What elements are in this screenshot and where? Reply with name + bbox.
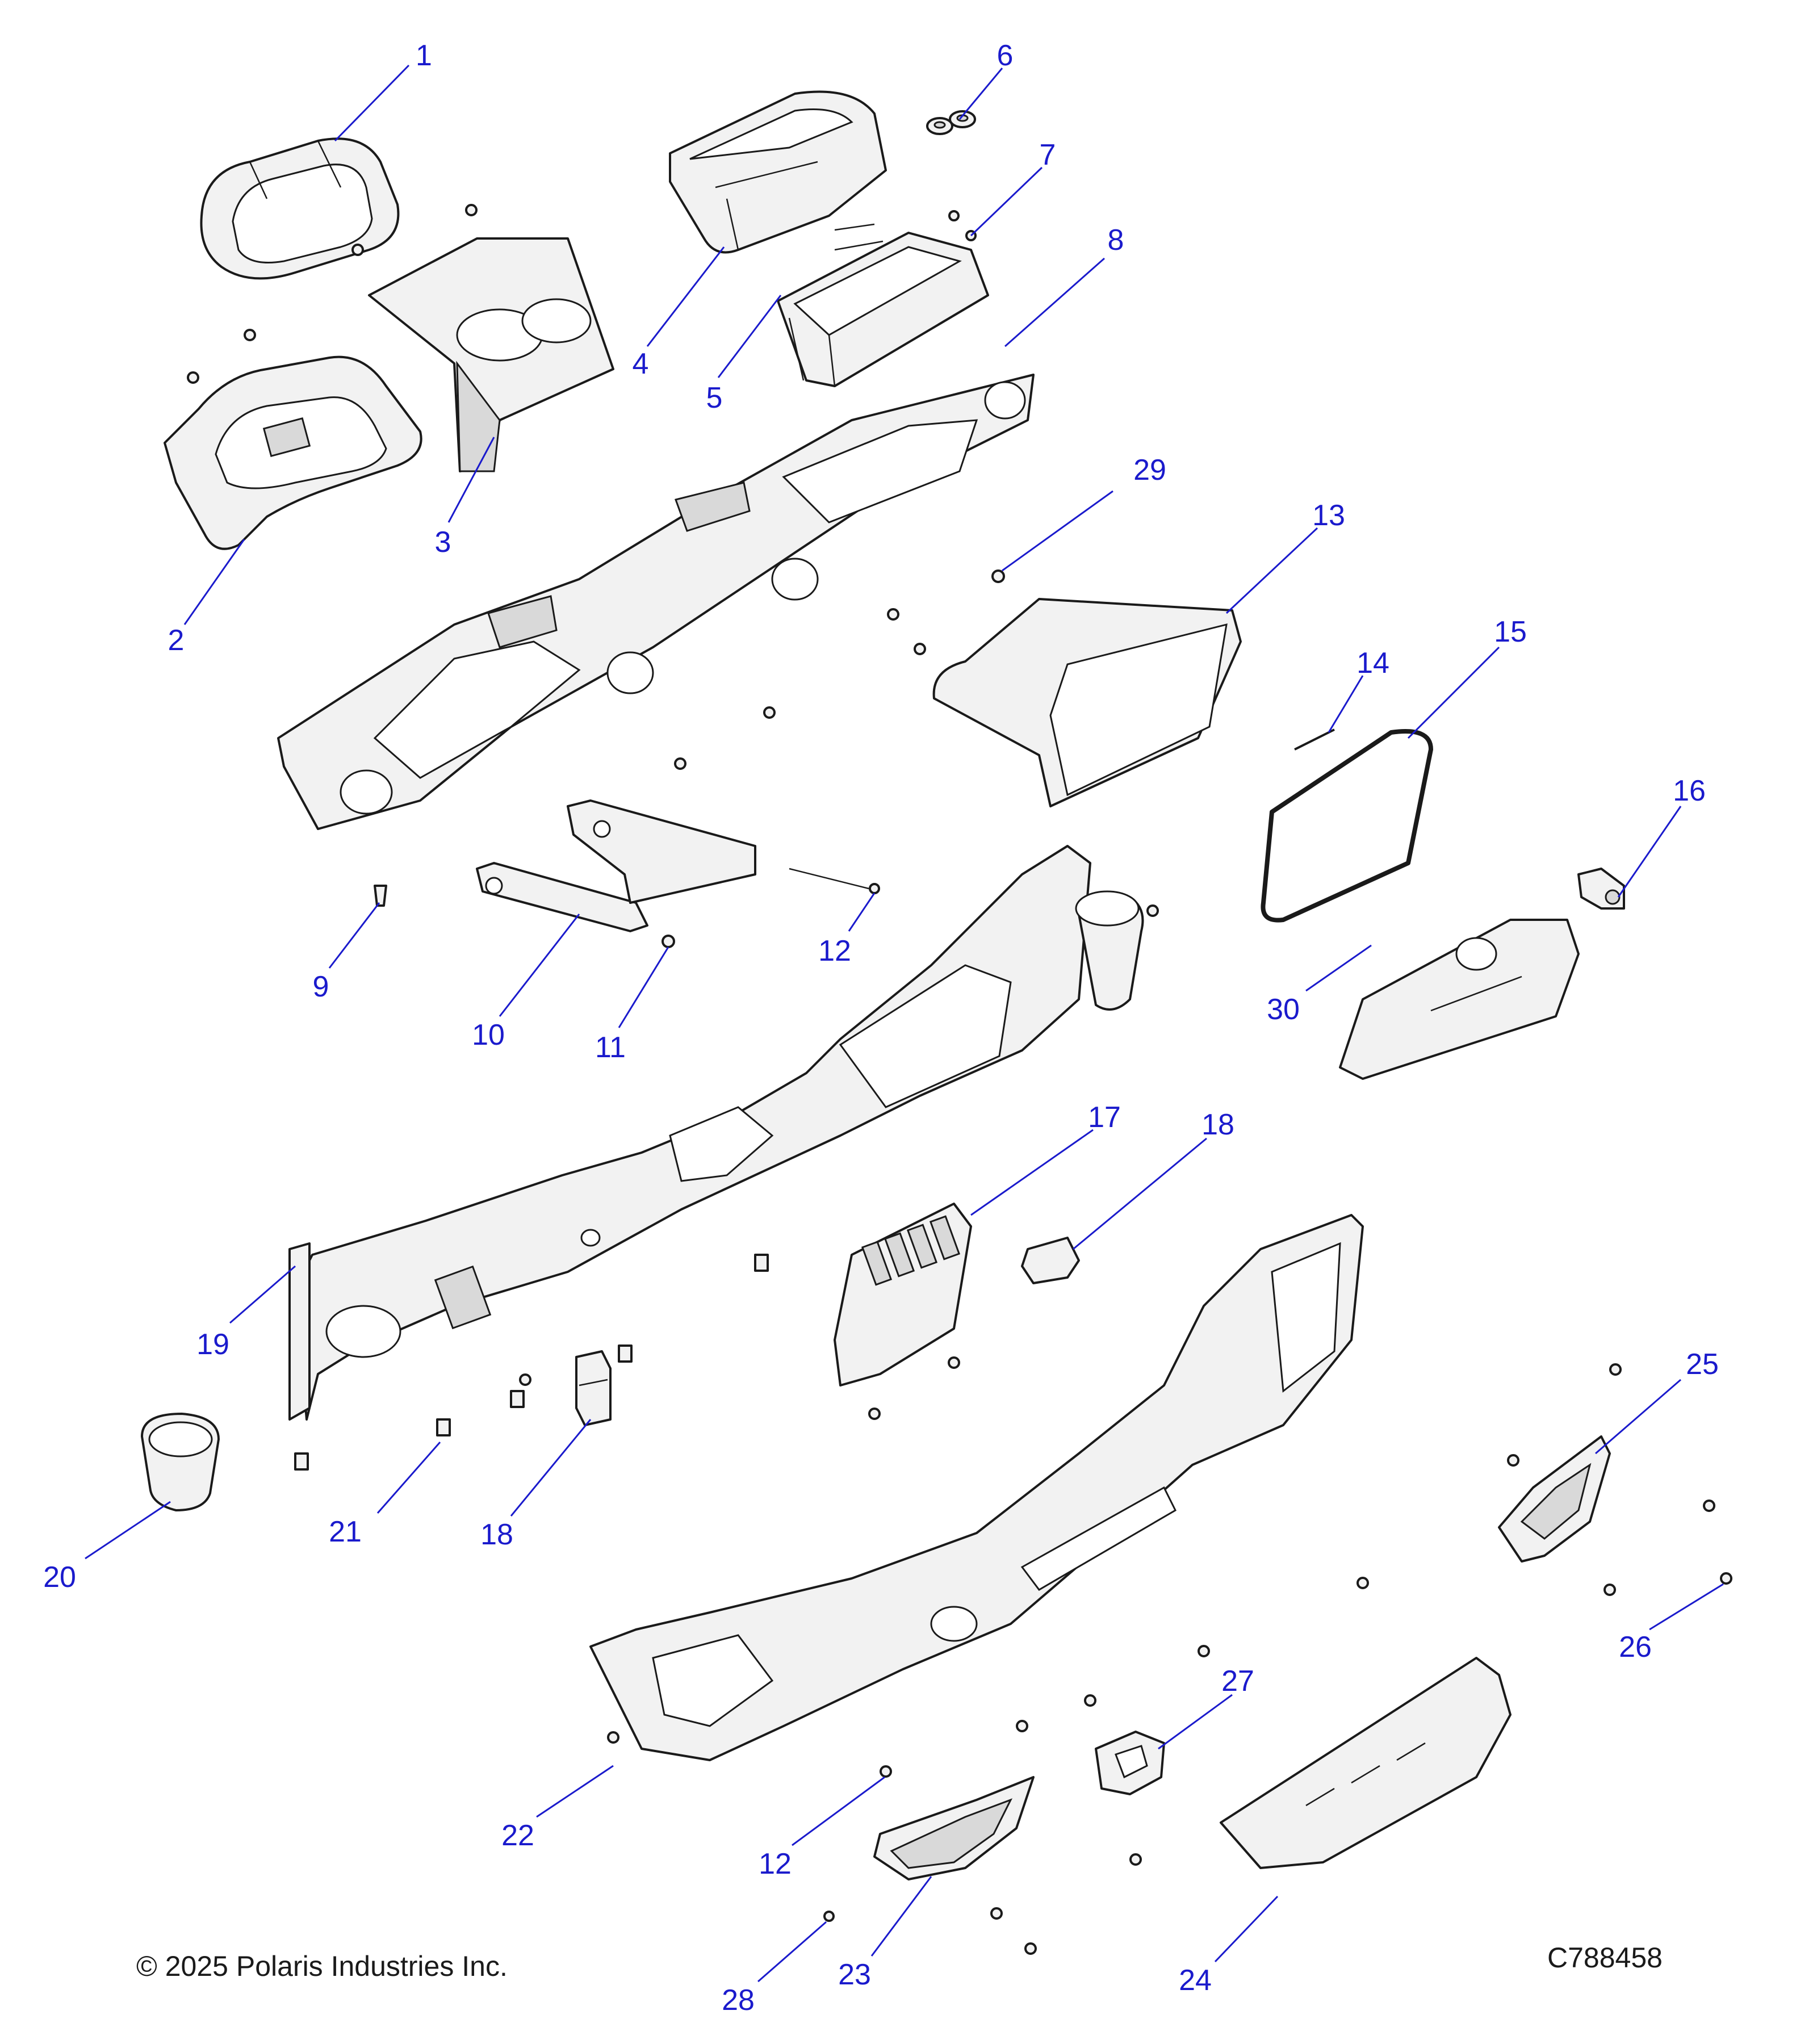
part-14-pin — [1294, 728, 1335, 751]
leader-15 — [1407, 646, 1500, 739]
leader-10 — [499, 914, 580, 1017]
callout-29: 29 — [1133, 454, 1166, 487]
leader-28 — [757, 1921, 827, 1983]
leader-12b — [792, 1776, 885, 1846]
leader-20 — [85, 1501, 171, 1560]
callout-5: 5 — [706, 382, 723, 414]
part-3-cupholder-top — [368, 237, 614, 472]
part-19-dash-frame — [288, 845, 1091, 1421]
part-24-lower-panel — [1220, 1657, 1512, 1869]
leader-1 — [334, 64, 410, 142]
callout-3: 3 — [435, 526, 451, 559]
leader-18a — [1073, 1137, 1207, 1250]
part-1-cluster-hood — [200, 137, 400, 280]
callout-4: 4 — [633, 347, 649, 380]
callout-25: 25 — [1686, 1348, 1719, 1381]
callout-26: 26 — [1619, 1631, 1652, 1664]
part-4-storage-cover — [669, 90, 887, 254]
leader-lines — [85, 64, 1724, 1983]
leader-26 — [1649, 1583, 1724, 1631]
leader-30 — [1305, 944, 1372, 992]
leader-5 — [717, 295, 782, 378]
part-18-clip-left — [575, 1350, 612, 1426]
callout-18b: 18 — [480, 1518, 513, 1551]
callout-14: 14 — [1357, 647, 1389, 680]
callout-20: 20 — [43, 1561, 76, 1594]
callout-24: 24 — [1179, 1964, 1212, 1997]
part-10-bracket — [476, 799, 756, 932]
callout-23: 23 — [838, 1958, 871, 1991]
callout-28: 28 — [722, 1984, 755, 2017]
part-8-upper-dash — [277, 374, 1035, 830]
part-30-glove-door — [1339, 919, 1580, 1080]
callout-9: 9 — [313, 970, 329, 1003]
copyright-text: © 2025 Polaris Industries Inc. — [136, 1950, 508, 1982]
screws-scattered — [187, 204, 1732, 1955]
callout-15: 15 — [1494, 615, 1527, 648]
callout-2: 2 — [168, 624, 185, 657]
leader-25 — [1595, 1379, 1681, 1455]
part-13-glove-box — [932, 598, 1242, 807]
callout-18a: 18 — [1201, 1108, 1234, 1141]
callout-27: 27 — [1221, 1665, 1254, 1698]
callout-13: 13 — [1312, 499, 1345, 532]
callout-11: 11 — [595, 1031, 626, 1064]
callout-30: 30 — [1267, 993, 1300, 1026]
leader-8 — [1004, 257, 1105, 347]
part-9-11-12-fasteners — [374, 868, 880, 948]
callout-10: 10 — [472, 1019, 505, 1052]
part-6-grommets — [926, 110, 976, 135]
callout-labels: 1 2 3 4 5 6 7 8 9 10 11 12 12 13 14 15 1… — [43, 39, 1719, 2017]
part-20-cupholder — [141, 1413, 220, 1511]
leader-4 — [646, 246, 725, 347]
part-21-clips — [294, 1254, 769, 1471]
leader-17 — [970, 1129, 1094, 1216]
leader-23 — [870, 1876, 932, 1957]
part-cupholder-insert-right — [1075, 890, 1144, 1011]
callout-17: 17 — [1088, 1101, 1121, 1134]
part-16-latch — [1577, 868, 1625, 910]
leader-16 — [1617, 806, 1682, 898]
leader-12a — [848, 893, 876, 932]
callout-12b: 12 — [759, 1848, 792, 1880]
callout-22: 22 — [501, 1819, 534, 1852]
leader-27 — [1158, 1694, 1233, 1750]
drawing-number: C788458 — [1547, 1942, 1663, 1974]
callout-7: 7 — [1040, 139, 1056, 171]
leader-13 — [1225, 527, 1318, 614]
leader-6 — [958, 68, 1003, 120]
callout-1: 1 — [416, 39, 432, 72]
callout-19: 19 — [196, 1328, 229, 1361]
leader-18b — [510, 1419, 592, 1517]
part-25-vent-right — [1498, 1435, 1611, 1563]
leader-7 — [970, 166, 1043, 237]
leader-24 — [1214, 1895, 1279, 1963]
part-18-clip-right — [1021, 1237, 1080, 1284]
part-17-switch-panel — [834, 1203, 972, 1387]
part-15-seal — [1261, 729, 1433, 923]
leader-3 — [447, 437, 495, 523]
part-5-storage-bin — [777, 223, 989, 387]
part-29-fasteners — [674, 569, 1005, 770]
leader-29 — [1002, 490, 1113, 572]
callout-21: 21 — [329, 1515, 362, 1548]
callout-6: 6 — [997, 39, 1014, 72]
callout-16: 16 — [1673, 774, 1706, 807]
leader-2 — [183, 539, 245, 625]
leader-11 — [618, 946, 669, 1028]
leader-21 — [376, 1442, 441, 1514]
callout-8: 8 — [1108, 224, 1124, 257]
leader-19 — [229, 1265, 296, 1324]
leader-14 — [1328, 675, 1364, 733]
callout-12a: 12 — [818, 935, 851, 967]
part-23-vent-left — [873, 1776, 1035, 1880]
part-2-cluster-bezel — [164, 355, 422, 550]
part-27-trim-bracket — [1095, 1731, 1165, 1795]
part-lower-dash-frame — [589, 1214, 1364, 1761]
leader-22 — [536, 1765, 614, 1818]
leader-9 — [328, 902, 380, 969]
